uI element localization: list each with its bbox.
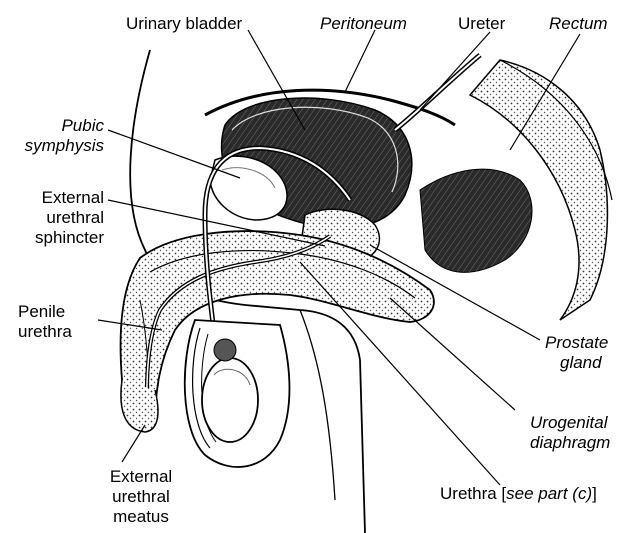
label-pubic-symphysis-line1: Pubic [14,116,104,136]
label-rectum: Rectum [549,14,608,34]
label-meatus-line3: meatus [96,507,186,527]
label-penile-urethra-line2: urethra [18,322,72,342]
thigh-outline [300,310,335,500]
label-peritoneum: Peritoneum [320,14,407,34]
label-prostate-line1: Prostate [545,333,608,353]
leader-meatus [122,425,145,462]
testis-shape [202,358,258,442]
rectum-dark [420,169,532,272]
label-urogenital-line2: diaphragm [530,433,610,453]
leader-urogenital [390,298,515,410]
epididymis-shape [214,339,236,361]
label-urethra-close: ] [592,484,597,503]
label-prostate-line2: gland [560,353,602,373]
leader-pubic-symphysis [108,130,240,178]
label-external-sphincter-line3: sphincter [14,228,104,248]
ureter-inner [395,55,480,130]
label-urethra-see-part: see part (c) [506,484,592,503]
label-meatus-line1: External [96,467,186,487]
label-urinary-bladder: Urinary bladder [126,14,242,34]
label-ureter: Ureter [458,14,505,34]
label-meatus-line2: urethral [96,487,186,507]
leader-peritoneum [345,30,375,92]
label-penile-urethra-line1: Penile [18,302,65,322]
label-urethra: Urethra [see part (c)] [440,484,597,504]
label-external-sphincter-line2: urethral [14,208,104,228]
label-urogenital-line1: Urogenital [530,413,608,433]
label-external-sphincter-line1: External [14,188,104,208]
label-pubic-symphysis-line2: symphysis [14,136,104,156]
label-urethra-main: Urethra [ [440,484,506,503]
